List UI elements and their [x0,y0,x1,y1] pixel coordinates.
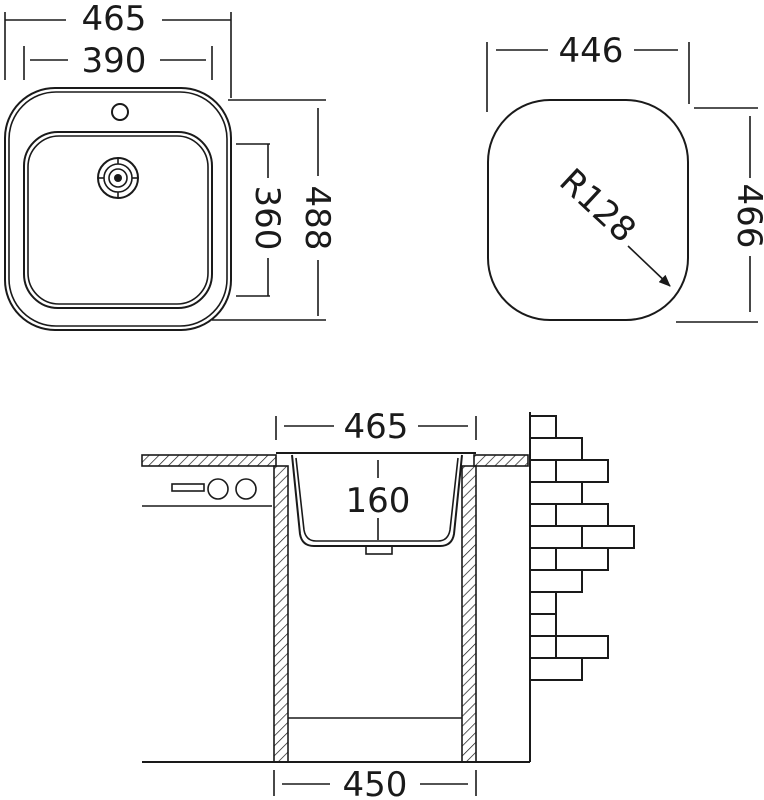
countertop-left [141,454,277,467]
dim-bowl-width: 390 [23,41,213,81]
bowl-outline [487,99,689,321]
dim-bowl-view-width-label: 446 [559,31,624,71]
dim-bowl-height: 160 [346,460,411,540]
dim-bowl-depth: 360 [236,143,287,297]
dim-bowl-view-depth: 466 [676,107,764,323]
sink-bowl-inner-outline [27,135,209,305]
brick-wall [529,412,635,762]
dim-overall-depth: 488 [212,99,337,321]
appliance-knob [207,478,229,500]
dim-bowl-view-width: 446 [486,31,690,112]
drain-icon [97,157,139,199]
section-view: 465 160 450 [141,407,635,800]
sink-bowl-inner-profile [295,457,459,542]
dim-bowl-width-label: 390 [82,41,147,81]
dim-corner-radius: R128 [551,161,671,287]
dim-cabinet-width-label: 450 [343,765,408,800]
cabinet-wall-right [461,465,477,763]
dim-cabinet-width: 450 [273,765,477,800]
dim-sink-width: 465 [275,407,477,447]
top-view: 465 390 360 488 [4,0,337,331]
faucet-hole [111,103,129,121]
drain-outlet [365,545,393,555]
sink-rim-inner-outline [8,91,228,327]
dim-overall-width-label: 465 [82,0,147,39]
dim-bowl-view-depth-label: 466 [729,184,764,249]
countertop-right [473,454,529,467]
sink-rim-outline [4,87,232,331]
dim-bowl-height-label: 160 [346,481,411,521]
dim-bowl-depth-label: 360 [247,186,287,251]
dim-overall-width: 465 [4,0,232,98]
dim-sink-width-label: 465 [344,407,409,447]
cabinet-wall-left [273,465,289,763]
bowl-view: 446 466 R128 [486,31,764,323]
appliance-knob [235,478,257,500]
sink-bowl-outline [23,131,213,309]
dim-corner-radius-label: R128 [551,161,643,251]
dim-overall-depth-label: 488 [297,186,337,251]
appliance-handle [171,483,205,492]
